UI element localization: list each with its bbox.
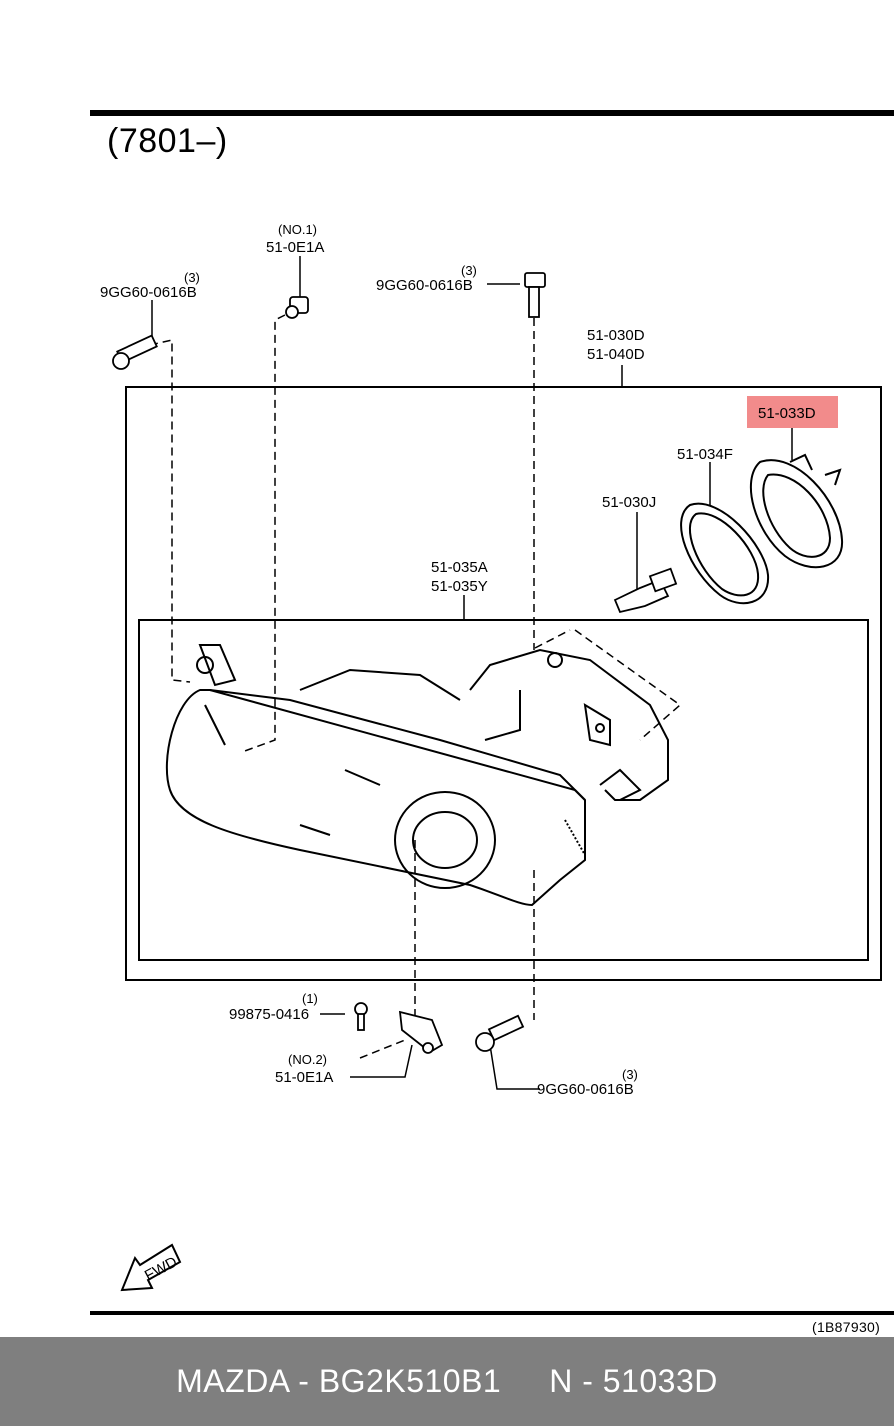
label-clip-top-note: (NO.1) (278, 222, 317, 237)
bottom-rule (90, 1311, 894, 1315)
bulb-icon (613, 567, 678, 614)
label-seal-ring-part: 51-034F (677, 446, 733, 463)
guide-lines (149, 314, 682, 1059)
label-bolt-top-left-part: 9GG60-0616B (100, 284, 197, 301)
lens-frame (138, 619, 869, 961)
model-code: (7801–) (107, 122, 228, 160)
label-headlamp-part2: 51-040D (587, 346, 645, 363)
label-lens-part2: 51-035Y (431, 578, 488, 595)
clip-top-icon (285, 296, 309, 319)
footer-bar: MAZDA - BG2K510B1 N - 51033D (0, 1337, 894, 1426)
screw-bottom-icon (354, 1002, 368, 1031)
label-screw-bottom-part: 99875-0416 (229, 1006, 309, 1023)
footer-model: MAZDA - BG2K510B1 (176, 1363, 502, 1399)
bolt-bottom-icon (475, 1014, 525, 1052)
label-bolt-top-mid-part: 9GG60-0616B (376, 277, 473, 294)
clip-bottom-icon (398, 1010, 444, 1054)
label-bulb-part: 51-030J (602, 494, 656, 511)
label-headlamp-part1: 51-030D (587, 327, 645, 344)
seal-ring-icon (680, 502, 770, 605)
label-bolt-bottom-part: 9GG60-0616B (537, 1081, 634, 1098)
label-bolt-top-left-qty: (3) (184, 270, 200, 285)
bolt-top-mid-icon (524, 272, 546, 318)
footer-part-number: N - 51033D (549, 1363, 718, 1399)
bolt-top-left-icon (112, 334, 158, 370)
top-rule (90, 110, 894, 116)
label-screw-bottom-qty: (1) (302, 991, 318, 1006)
highlight-box (747, 396, 838, 428)
bulb-cap-icon (750, 453, 844, 569)
label-clip-bottom-note: (NO.2) (288, 1052, 327, 1067)
label-bolt-bottom-qty: (3) (622, 1067, 638, 1082)
label-clip-top-part: 51-0E1A (266, 239, 324, 256)
label-lens-part1: 51-035A (431, 559, 488, 576)
label-bolt-top-mid-qty: (3) (461, 263, 477, 278)
label-highlighted-part: 51-033D (758, 405, 816, 422)
leader-lines (151, 256, 793, 1090)
headlamp-housing-icon (165, 644, 669, 907)
fwd-arrow-icon: FWD (120, 1243, 182, 1292)
label-clip-bottom-part: 51-0E1A (275, 1069, 333, 1086)
assembly-frame (125, 386, 882, 981)
figure-reference: (1B87930) (812, 1319, 881, 1335)
